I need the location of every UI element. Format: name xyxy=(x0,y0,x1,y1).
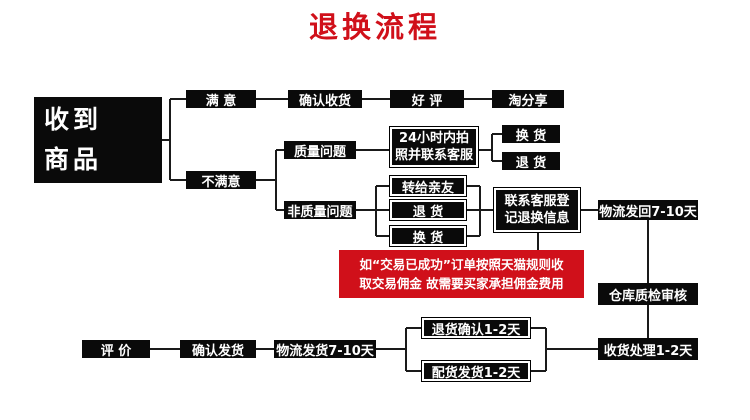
exchange-node-quality: 换 货 xyxy=(502,125,560,144)
logistics-ship-node: 物流发货7-10天 xyxy=(274,340,376,359)
receive-process-node: 收货处理1-2天 xyxy=(598,338,698,360)
gift-friend-node: 转给亲友 xyxy=(389,175,467,197)
taobao-share-node: 淘分享 xyxy=(492,90,564,109)
refund-confirm-node: 退货确认1-2天 xyxy=(421,317,531,339)
non-quality-issue-node: 非质量问题 xyxy=(284,201,356,220)
photo-contact-service-node: 24小时内拍 照并联系客服 xyxy=(389,126,479,168)
review-node: 评 价 xyxy=(82,340,150,359)
logistics-return-node: 物流发回7-10天 xyxy=(598,200,698,220)
confirm-receipt-node: 确认收货 xyxy=(288,90,362,109)
satisfied-node: 满 意 xyxy=(186,90,256,109)
commission-notice: 如“交易已成功”订单按照天猫规则收 取交易佣金 故需要买家承担佣金费用 xyxy=(339,250,584,298)
refund-node-nonquality: 退 货 xyxy=(389,199,467,221)
quality-issue-node: 质量问题 xyxy=(284,141,356,160)
received-goods-box xyxy=(34,97,162,183)
register-return-info-node: 联系客服登 记退换信息 xyxy=(493,187,581,233)
confirm-ship-node: 确认发货 xyxy=(180,340,256,359)
good-review-node: 好 评 xyxy=(390,90,464,109)
unsatisfied-node: 不满意 xyxy=(186,171,256,190)
page-title: 退换流程 xyxy=(308,10,441,44)
refund-node-quality: 退 货 xyxy=(502,152,560,171)
warehouse-check-node: 仓库质检审核 xyxy=(598,283,698,305)
ship-exchange-node: 配货发货1-2天 xyxy=(421,360,531,382)
received-goods-label: 收到 商品 xyxy=(44,105,103,174)
exchange-node-nonquality: 换 货 xyxy=(389,225,467,247)
